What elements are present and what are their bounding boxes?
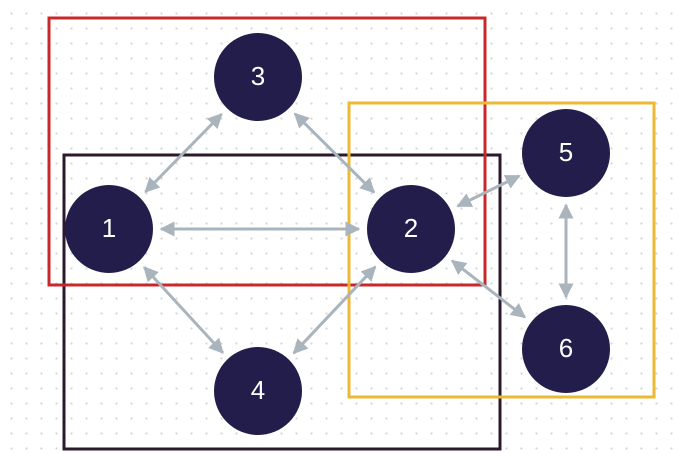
group-box-yellow: [347, 101, 656, 399]
edges-layer: [143, 112, 574, 355]
node-5[interactable]: 5: [522, 109, 610, 197]
node-circle: [522, 109, 610, 197]
node-label: 4: [251, 375, 265, 405]
node-label: 6: [559, 333, 573, 363]
node-circle: [214, 347, 302, 435]
node-circle: [522, 305, 610, 393]
node-circle: [214, 33, 302, 121]
node-label: 1: [102, 213, 116, 243]
node-3[interactable]: 3: [214, 33, 302, 121]
edge-3-2: [293, 112, 376, 194]
group-box-red: [47, 16, 487, 287]
node-label: 2: [404, 213, 418, 243]
edge-1-3: [144, 113, 223, 193]
node-1[interactable]: 1: [65, 185, 153, 273]
node-6[interactable]: 6: [522, 305, 610, 393]
nodes-layer: 1 2 3 4 5 6: [65, 33, 610, 435]
edge-2-5: [456, 174, 521, 208]
node-circle: [65, 185, 153, 273]
node-2[interactable]: 2: [367, 185, 455, 273]
edge-1-4: [143, 266, 224, 354]
edge-4-2: [292, 265, 377, 355]
node-4[interactable]: 4: [214, 347, 302, 435]
node-label: 5: [559, 137, 573, 167]
node-circle: [367, 185, 455, 273]
edge-2-6: [450, 259, 527, 319]
node-label: 3: [251, 61, 265, 91]
